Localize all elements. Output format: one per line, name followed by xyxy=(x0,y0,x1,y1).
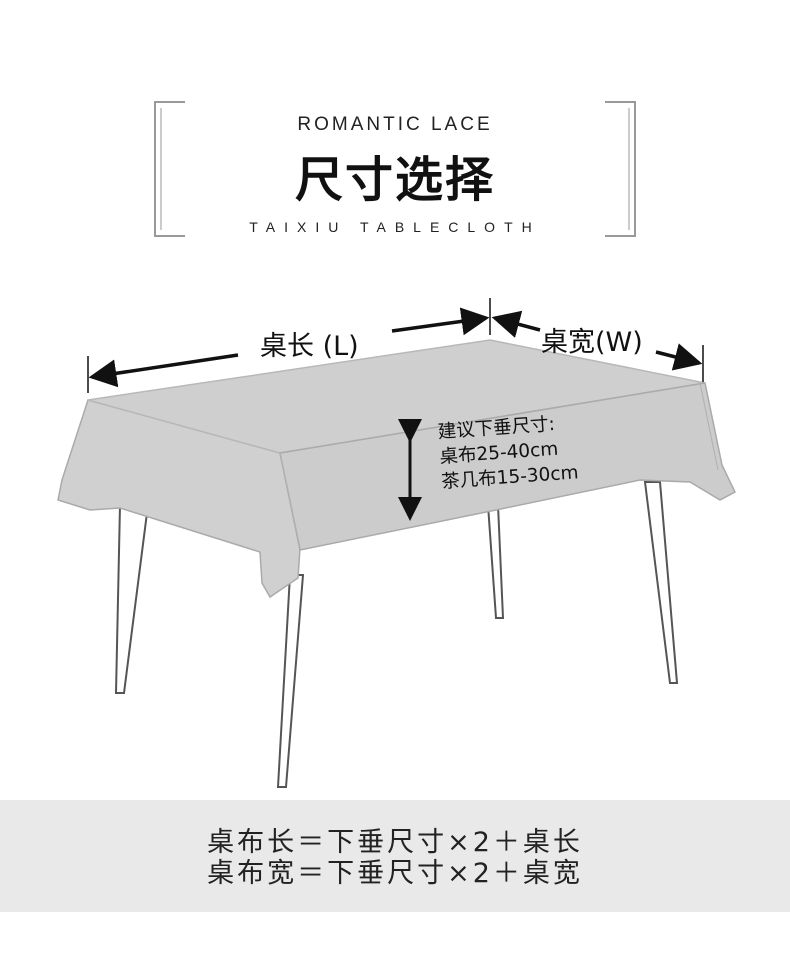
header: ROMANTIC LACE 尺寸选择 TAIXIU TABLECLOTH xyxy=(0,0,790,260)
leg-front-left xyxy=(114,504,150,694)
subtitle-top: ROMANTIC LACE xyxy=(297,114,493,135)
formula-band xyxy=(0,800,790,912)
drop-note: 建议下垂尺寸: 桌布25-40cm 茶几布15-30cm xyxy=(437,410,579,494)
dimension-lines xyxy=(87,298,704,521)
cloth-front-drape xyxy=(279,382,736,551)
leg-back-center xyxy=(486,504,505,619)
width-arrow-right xyxy=(655,343,703,371)
formula-width: 桌布宽＝下垂尺寸×2＋桌宽 xyxy=(207,858,583,889)
page-title: 尺寸选择 xyxy=(294,152,495,208)
length-arrow-left xyxy=(88,353,239,388)
subtitle-bottom: TAIXIU TABLECLOTH xyxy=(249,219,541,235)
length-arrow-right xyxy=(391,307,490,336)
width-label: 桌宽(W) xyxy=(541,327,643,358)
leg-right xyxy=(643,481,679,684)
formula-length: 桌布长＝下垂尺寸×2＋桌长 xyxy=(207,827,583,858)
width-arrow-left xyxy=(491,310,541,338)
left-bracket-icon xyxy=(154,101,185,237)
tablecloth xyxy=(57,339,736,599)
length-label: 桌长 (L) xyxy=(260,331,359,362)
leg-front-center xyxy=(276,574,305,788)
right-bracket-icon xyxy=(605,101,636,237)
table-diagram xyxy=(57,298,736,788)
